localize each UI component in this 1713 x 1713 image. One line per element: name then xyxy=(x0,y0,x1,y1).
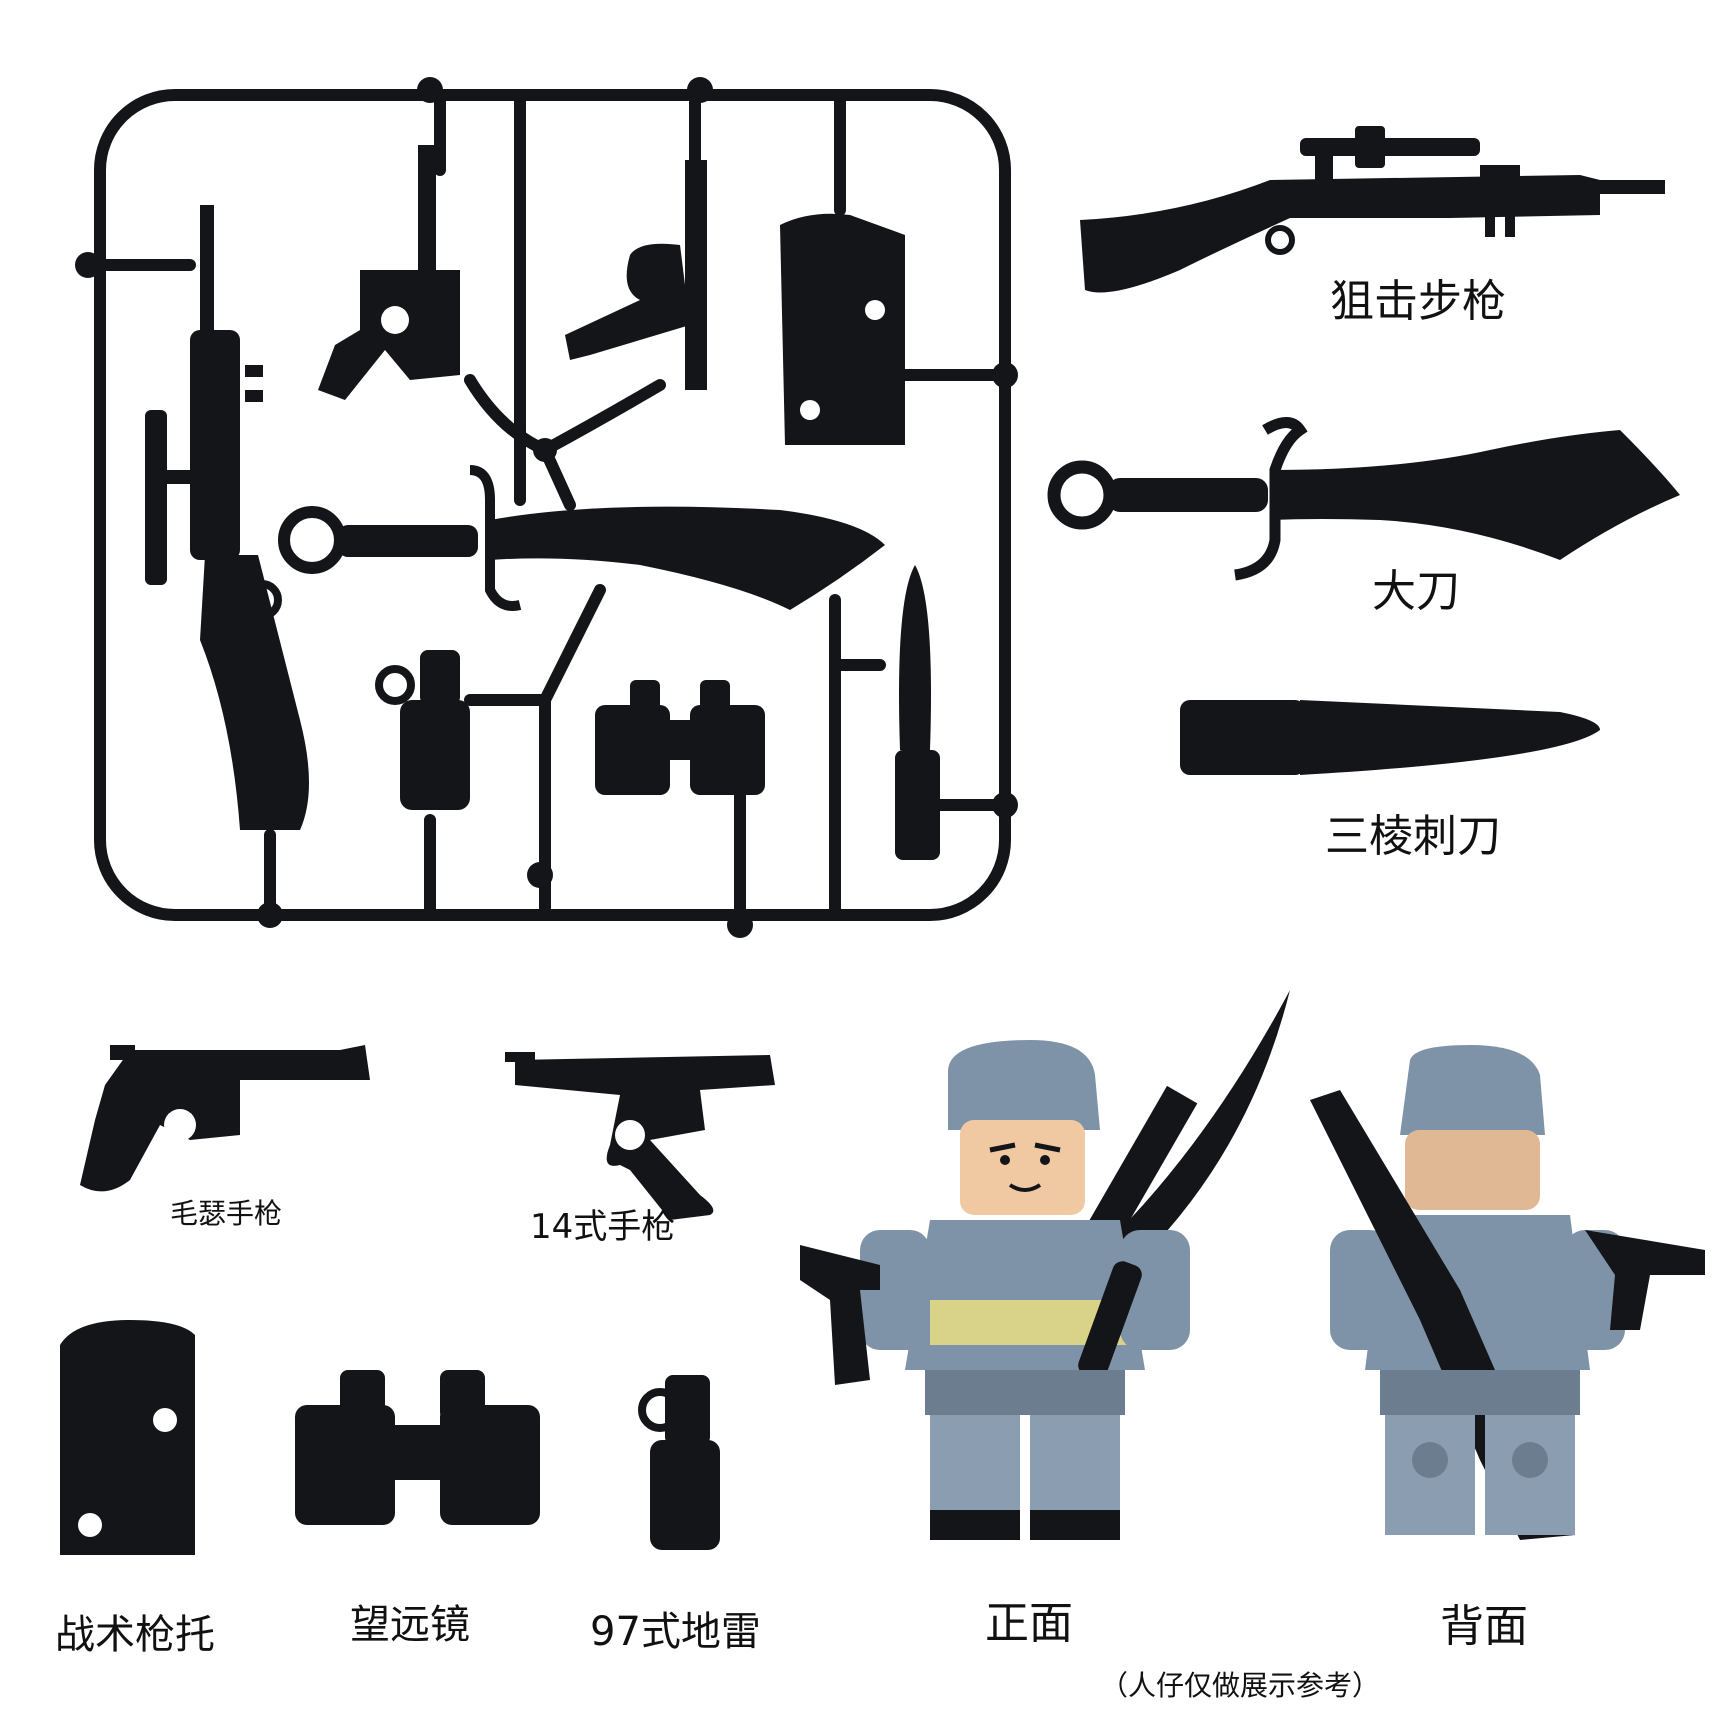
label-sniper-rifle: 狙击步枪 xyxy=(1330,276,1506,327)
label-type97-mine: 97式地雷 xyxy=(590,1609,761,1655)
sprue-binoculars xyxy=(595,680,765,795)
bayonet-part xyxy=(1180,700,1600,775)
label-bayonet: 三棱刺刀 xyxy=(1325,811,1501,862)
sniper-rifle-part xyxy=(1080,126,1665,293)
label-mauser-pistol: 毛瑟手枪 xyxy=(170,1197,283,1230)
minifigure-front xyxy=(800,990,1290,1540)
sprue-mine xyxy=(375,650,470,810)
sprue-broadsword xyxy=(278,465,885,611)
sprue-mauser-pistol xyxy=(318,145,460,400)
type14-pistol-part xyxy=(505,1052,775,1220)
label-disclaimer: （人仔仅做展示参考） xyxy=(1100,1669,1381,1702)
mauser-pistol-part xyxy=(80,1045,370,1192)
sprue-gates xyxy=(75,77,1018,938)
sprue-type14-pistol xyxy=(565,160,707,390)
label-tactical-stock: 战术枪托 xyxy=(55,1612,215,1658)
minifigure-back xyxy=(1310,1045,1705,1540)
sprue-bayonet xyxy=(895,565,940,860)
binoculars-part xyxy=(295,1370,540,1525)
sprue-sniper-rifle xyxy=(145,205,309,830)
tactical-stock-part xyxy=(60,1320,195,1555)
type97-mine-part xyxy=(638,1375,720,1550)
label-binoculars: 望远镜 xyxy=(350,1602,470,1648)
label-back: 背面 xyxy=(1440,1601,1528,1652)
sprue-tactical-stock xyxy=(780,213,905,445)
label-broadsword: 大刀 xyxy=(1372,566,1460,617)
label-type14-pistol: 14式手枪 xyxy=(530,1207,676,1247)
label-front: 正面 xyxy=(985,1598,1073,1649)
broadsword-part xyxy=(1047,417,1680,581)
